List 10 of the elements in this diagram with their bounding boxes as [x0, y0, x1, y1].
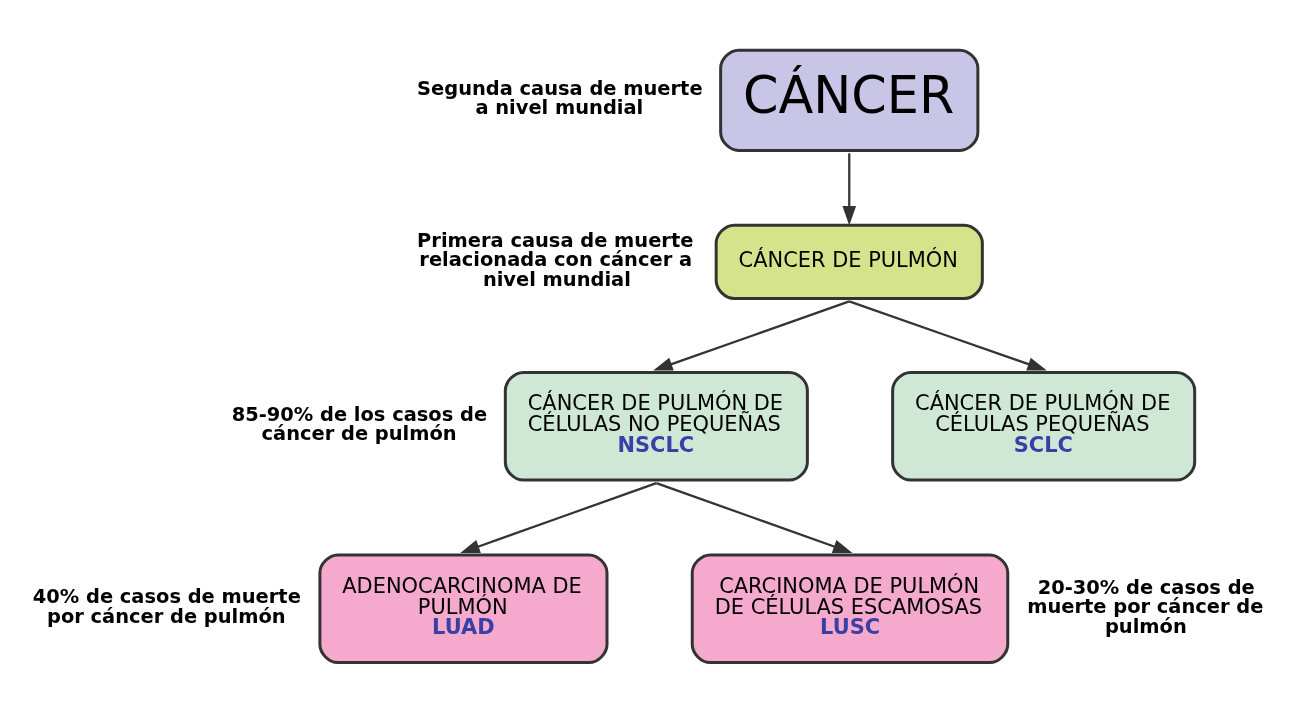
arrow: [653, 299, 850, 371]
node-label: Primera causa de muerte relacionada con cáncer a nivel mundial: [417, 228, 694, 291]
node-label: 40% de casos de muerte por cáncer de pulmón: [32, 584, 301, 628]
arrow: [460, 481, 657, 553]
arrow: [842, 152, 857, 226]
node-label: 20-30% de casos de muerte por cáncer de pulmón: [1027, 575, 1264, 637]
arrow: [655, 481, 853, 553]
arrow: [848, 299, 1047, 371]
node-label: Segunda causa de muerte a nivel mundial: [417, 76, 703, 119]
node-label: 85-90% de los casos de cáncer de pulmón: [231, 402, 488, 445]
